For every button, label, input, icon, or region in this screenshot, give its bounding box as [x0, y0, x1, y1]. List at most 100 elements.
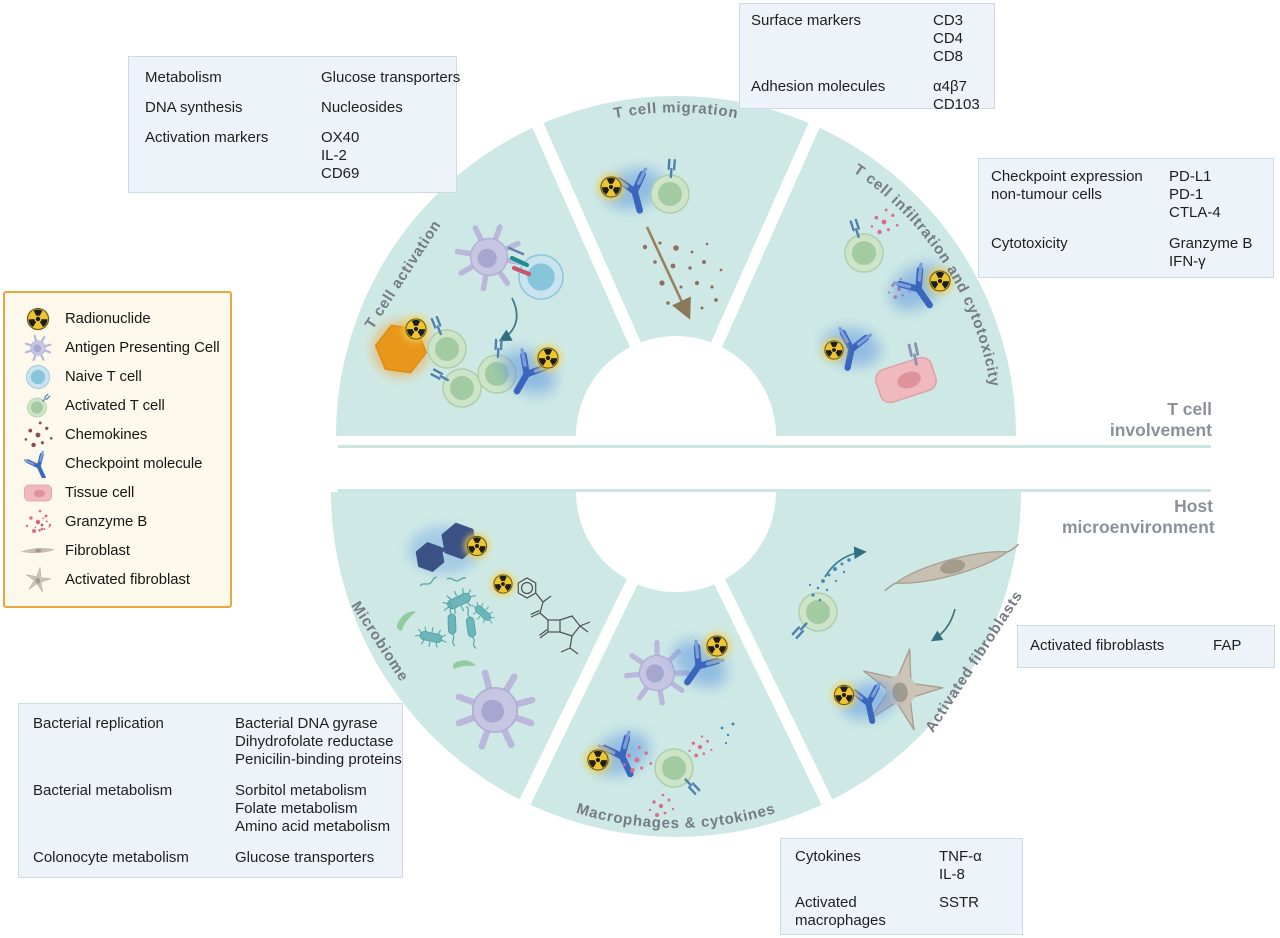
spec-label: Activated macrophages — [795, 894, 886, 929]
spec-label: Bacterial metabolism — [33, 782, 173, 799]
spec-values: OX40 IL-2 CD69 — [321, 129, 360, 182]
naive-t-cell-icon — [518, 254, 564, 300]
radionuclide-icon — [597, 173, 624, 200]
tissue-cell-icon — [24, 484, 52, 501]
divider-host — [338, 489, 1211, 492]
spec-label: Metabolism — [145, 69, 222, 86]
legend-label: Activated T cell — [65, 397, 165, 414]
spec-row: Checkpoint expression non-tumour cells P… — [991, 168, 1261, 222]
spec-label: Cytotoxicity — [991, 235, 1068, 252]
radionuclide-icon — [703, 632, 730, 659]
legend-item: Activated fibroblast — [21, 565, 230, 594]
legend-item: Fibroblast — [21, 536, 230, 565]
activation-arrow — [498, 297, 518, 342]
radionuclide-icon — [491, 572, 516, 597]
legend-item: Naive T cell — [21, 362, 230, 391]
legend-label: Chemokines — [65, 426, 148, 443]
chemokines-icon — [642, 241, 723, 310]
spec-row: Cytotoxicity Granzyme B IFN-γ — [991, 235, 1261, 271]
activated-fibroblast-icon — [22, 565, 54, 594]
legend-label: Fibroblast — [65, 542, 130, 559]
legend-label: Radionuclide — [65, 310, 151, 327]
legend-label: Granzyme B — [65, 513, 148, 530]
legend-item: Chemokines — [21, 420, 230, 449]
info-box-activated-fibroblasts: Activated fibroblasts FAP — [1017, 625, 1275, 668]
radionuclide-icon — [831, 682, 857, 708]
chemokines-icon — [24, 420, 53, 447]
naive-t-cell-icon — [26, 364, 50, 389]
spec-label: Checkpoint expression non-tumour cells — [991, 168, 1143, 203]
spec-label: Colonocyte metabolism — [33, 849, 189, 866]
spec-row: Metabolism Glucose transporters — [145, 69, 460, 87]
legend-item: Granzyme B — [21, 507, 230, 536]
spec-values: Nucleosides — [321, 99, 403, 116]
info-box-activation: Metabolism Glucose transporters DNA synt… — [128, 56, 460, 193]
radionuclide-icon — [822, 338, 847, 363]
spec-values: Granzyme B IFN-γ — [1169, 235, 1253, 270]
segment-migration-art — [597, 158, 723, 320]
info-box-infiltration: Checkpoint expression non-tumour cells P… — [978, 158, 1274, 278]
spec-row: Activated fibroblasts FAP — [1030, 637, 1262, 655]
spec-values: Glucose transporters — [235, 849, 375, 866]
segment-dividers — [519, 118, 833, 805]
spec-label: Activated fibroblasts — [1030, 637, 1165, 654]
radionuclide-icon — [534, 344, 561, 371]
radionuclide-icon — [26, 307, 50, 330]
legend-item: Checkpoint molecule — [21, 449, 230, 478]
spec-row: Surface markers CD3 CD4 CD8 — [751, 12, 983, 66]
activated-t-cell-icon — [27, 393, 51, 417]
penicillin-structure — [517, 577, 591, 655]
spec-label: Activation markers — [145, 129, 269, 146]
spec-row: Cytokines TNF-α IL-8 — [795, 848, 1008, 884]
legend-label: Antigen Presenting Cell — [65, 339, 220, 356]
migration-arrow — [645, 226, 691, 320]
info-box-macrophages: Cytokines TNF-α IL-8 Activated macrophag… — [780, 838, 1023, 935]
legend-item: Activated T cell — [21, 391, 230, 420]
spec-values: α4β7 CD103 — [933, 78, 980, 113]
segment-activation-art — [371, 221, 564, 408]
spec-values: Sorbitol metabolism Folate metabolism Am… — [235, 782, 391, 835]
spec-row: Colonocyte metabolism Glucose transporte… — [33, 849, 388, 867]
antigen-presenting-cell-icon — [24, 334, 52, 361]
cytokine-dots — [808, 558, 851, 602]
legend-label: Checkpoint molecule — [65, 455, 203, 472]
legend-item: Antigen Presenting Cell — [21, 333, 230, 362]
info-box-migration: Surface markers CD3 CD4 CD8 Adhesion mol… — [739, 3, 995, 113]
spec-label: Bacterial replication — [33, 715, 164, 732]
legend-label: Tissue cell — [65, 484, 135, 501]
checkpoint-molecule-icon — [21, 450, 55, 478]
spec-values: SSTR — [939, 894, 980, 911]
spec-values: FAP — [1213, 637, 1242, 654]
segment-macrophages-art — [584, 631, 735, 817]
spec-label: Cytokines — [795, 848, 861, 865]
legend-label: Activated fibroblast — [65, 571, 191, 588]
spec-row: DNA synthesis Nucleosides — [145, 99, 440, 117]
info-box-microbiome: Bacterial replication Bacterial DNA gyra… — [18, 703, 403, 878]
spec-values: TNF-α IL-8 — [939, 848, 982, 883]
granzyme-b-icon — [25, 509, 52, 533]
radionuclide-icon — [402, 315, 429, 342]
radionuclide-icon — [584, 746, 611, 773]
cytokine-dots — [720, 722, 735, 745]
spec-label: Adhesion molecules — [751, 78, 886, 95]
spec-values: Bacterial DNA gyrase Dihydrofolate reduc… — [235, 715, 402, 768]
spec-row: Activation markers OX40 IL-2 CD69 — [145, 129, 440, 183]
radionuclide-icon — [464, 533, 490, 559]
legend-item: Radionuclide — [21, 304, 230, 333]
signal-arrow — [824, 546, 867, 578]
legend-box: Radionuclide Antigen Presenting Cell Nai… — [3, 291, 232, 608]
spec-row: Bacterial metabolism Sorbitol metabolism… — [33, 782, 391, 836]
half-label-host-microenvironment: Host microenvironment — [1062, 496, 1215, 537]
spec-row: Activated macrophages SSTR — [795, 894, 1008, 930]
spec-values: CD3 CD4 CD8 — [933, 12, 964, 65]
legend-item: Tissue cell — [21, 478, 230, 507]
tcr-binding-icon — [507, 246, 532, 277]
legend-label: Naive T cell — [65, 368, 142, 385]
segment-fibroblasts-art — [791, 543, 1024, 740]
half-label-t-cell-involvement: T cell involvement — [1109, 399, 1212, 440]
fibroblast-icon — [21, 547, 55, 553]
spec-values: Glucose transporters — [321, 69, 461, 86]
segment-microbiome-art — [393, 519, 591, 746]
